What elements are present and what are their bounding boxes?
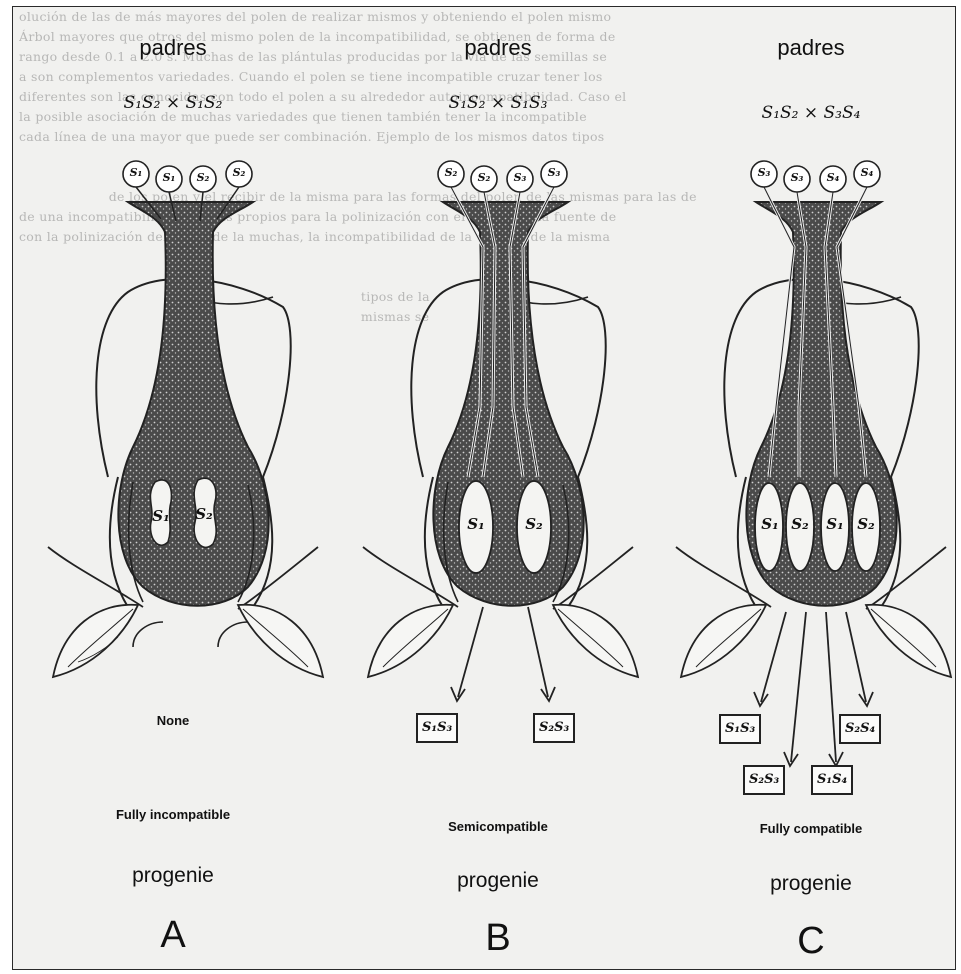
parents-label: padres bbox=[348, 35, 648, 61]
compatibility-label: Semicompatible bbox=[348, 819, 648, 834]
progeny-box-1: S₁S₃ bbox=[719, 714, 761, 744]
arrow-1 bbox=[458, 607, 483, 697]
progeny-box-2: S₂S₃ bbox=[533, 713, 575, 743]
pollen-label-2: S₁ bbox=[158, 171, 180, 184]
pistil-diagram-a bbox=[33, 7, 333, 967]
pistil-body bbox=[433, 202, 583, 606]
arrow-3 bbox=[826, 612, 836, 762]
panel-letter: C bbox=[661, 920, 956, 963]
ovule-label-1: S₁ bbox=[758, 515, 782, 533]
panel-a: S₁ S₁ S₂ S₂ S₁ S₂ padres S₁S₂ × S₁S₂ Non… bbox=[33, 7, 333, 967]
ovule-label-2: S₂ bbox=[192, 505, 216, 523]
cross-formula: S₁S₂ × S₁S₂ bbox=[23, 93, 323, 113]
panel-letter: A bbox=[23, 914, 323, 957]
arrow-1 bbox=[761, 612, 786, 702]
pollen-label-1: S₃ bbox=[753, 166, 775, 179]
ovule-label-1: S₁ bbox=[149, 507, 173, 525]
arrow-2 bbox=[528, 607, 548, 697]
pollen-label-3: S₂ bbox=[192, 171, 214, 184]
result-none: None bbox=[23, 713, 323, 728]
pollen-label-2: S₃ bbox=[786, 171, 808, 184]
pollen-label-4: S₄ bbox=[856, 166, 878, 179]
progeny-box-1: S₁S₃ bbox=[416, 713, 458, 743]
ovule-label-2: S₂ bbox=[522, 515, 546, 533]
progeny-box-3: S₂S₃ bbox=[743, 765, 785, 795]
ovule-label-1: S₁ bbox=[464, 515, 488, 533]
arrow-2 bbox=[791, 612, 806, 762]
pollen-label-4: S₃ bbox=[543, 166, 565, 179]
cross-formula: S₁S₂ × S₃S₄ bbox=[661, 103, 956, 123]
compatibility-label: Fully compatible bbox=[661, 821, 956, 836]
progeny-box-4: S₁S₄ bbox=[811, 765, 853, 795]
figure-frame: olución de las de más mayores del polen … bbox=[12, 6, 956, 970]
parents-label: padres bbox=[23, 35, 323, 61]
parents-label: padres bbox=[661, 35, 956, 61]
compatibility-label: Fully incompatible bbox=[23, 807, 323, 822]
pollen-label-4: S₂ bbox=[228, 166, 250, 179]
cross-formula: S₁S₂ × S₁S₃ bbox=[348, 93, 648, 113]
progeny-label: progenie bbox=[23, 864, 323, 888]
pollen-label-3: S₄ bbox=[822, 171, 844, 184]
pollen-label-1: S₂ bbox=[440, 166, 462, 179]
pistil-body bbox=[118, 202, 268, 606]
progeny-label: progenie bbox=[661, 872, 956, 896]
progeny-box-2: S₂S₄ bbox=[839, 714, 881, 744]
panel-c: S₃ S₃ S₄ S₄ S₁ S₂ S₁ S₂ S₁S₃ S₂S₄ S₂S₃ S… bbox=[661, 7, 956, 967]
ovule-label-2: S₂ bbox=[788, 515, 812, 533]
pollen-label-2: S₂ bbox=[473, 171, 495, 184]
ovule-label-4: S₂ bbox=[854, 515, 878, 533]
pollen-label-1: S₁ bbox=[125, 166, 147, 179]
ovule-label-3: S₁ bbox=[823, 515, 847, 533]
pollen-label-3: S₃ bbox=[509, 171, 531, 184]
arrow-4 bbox=[846, 612, 866, 702]
panel-b: S₂ S₂ S₃ S₃ S₁ S₂ S₁S₃ S₂S₃ padres S₁S₂ … bbox=[348, 7, 648, 967]
panel-letter: B bbox=[348, 917, 648, 960]
progeny-label: progenie bbox=[348, 869, 648, 893]
